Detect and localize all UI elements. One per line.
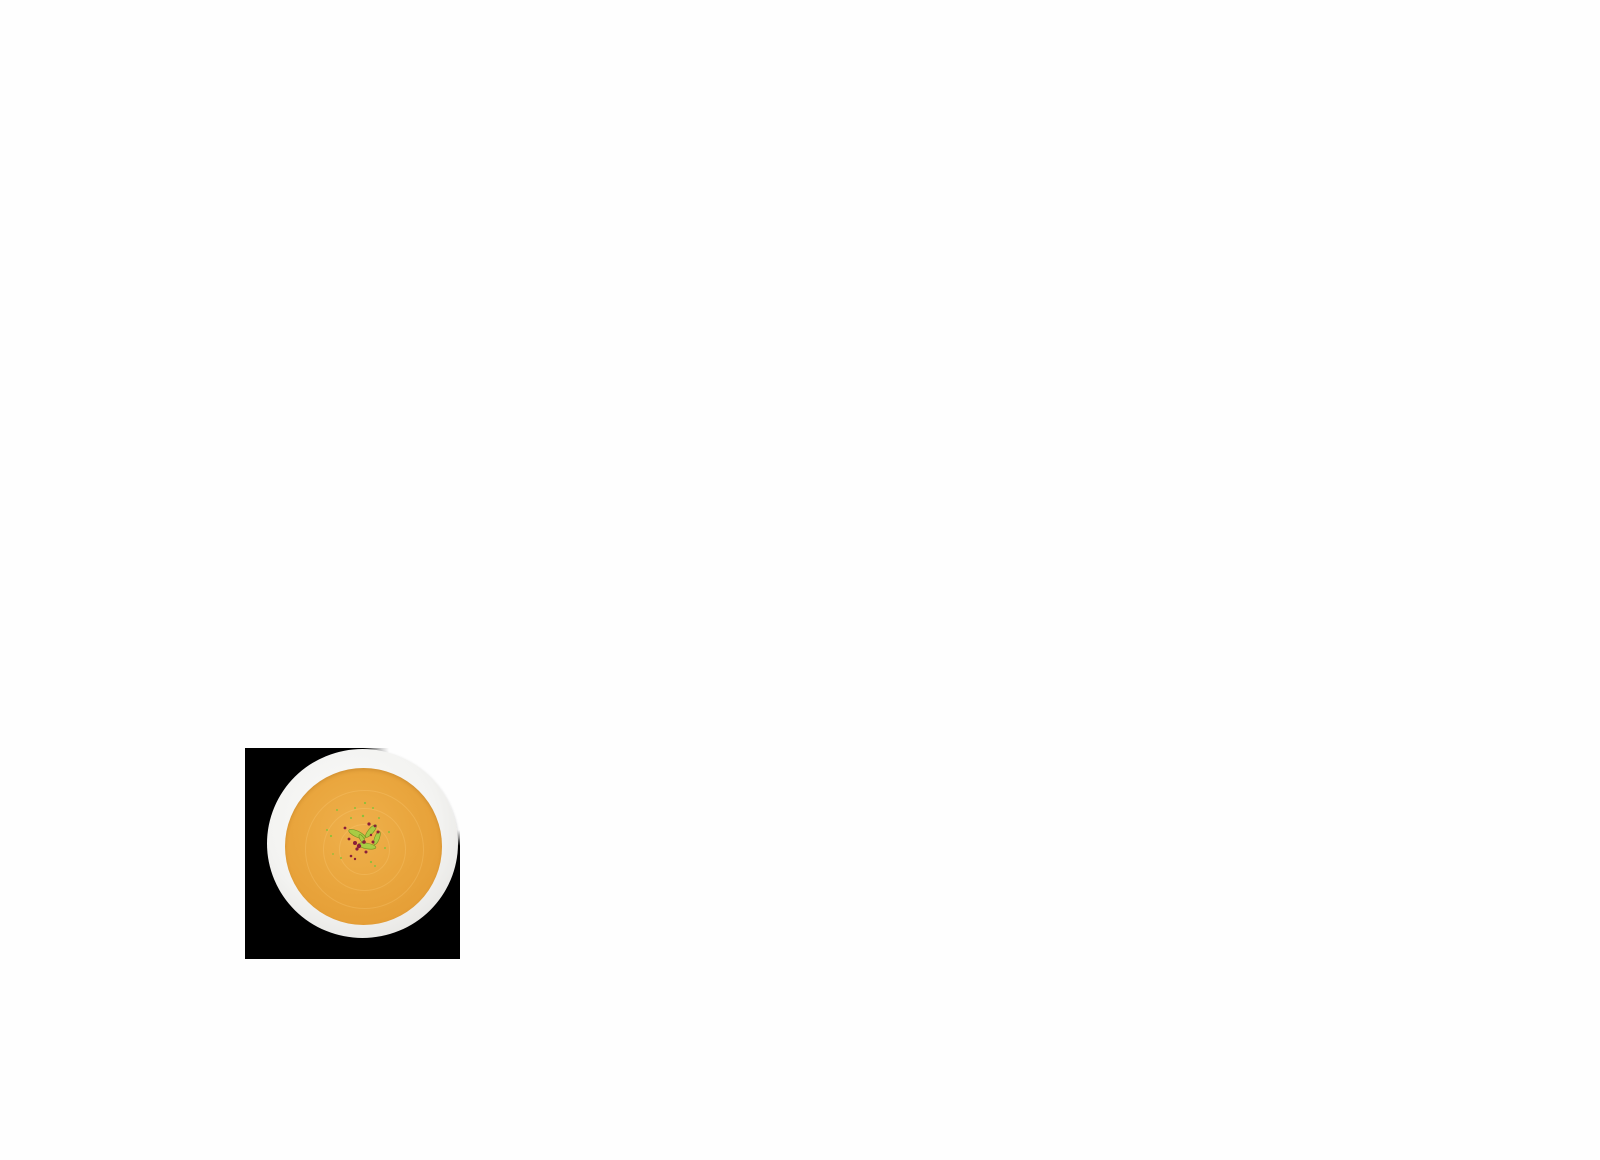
soup-bowl-photo [245, 748, 460, 959]
bowl [267, 749, 458, 938]
soup-swirl [339, 824, 390, 875]
soup [285, 768, 442, 925]
garnish [326, 801, 390, 867]
soup-swirl [323, 808, 406, 891]
soup-swirl [305, 790, 424, 909]
